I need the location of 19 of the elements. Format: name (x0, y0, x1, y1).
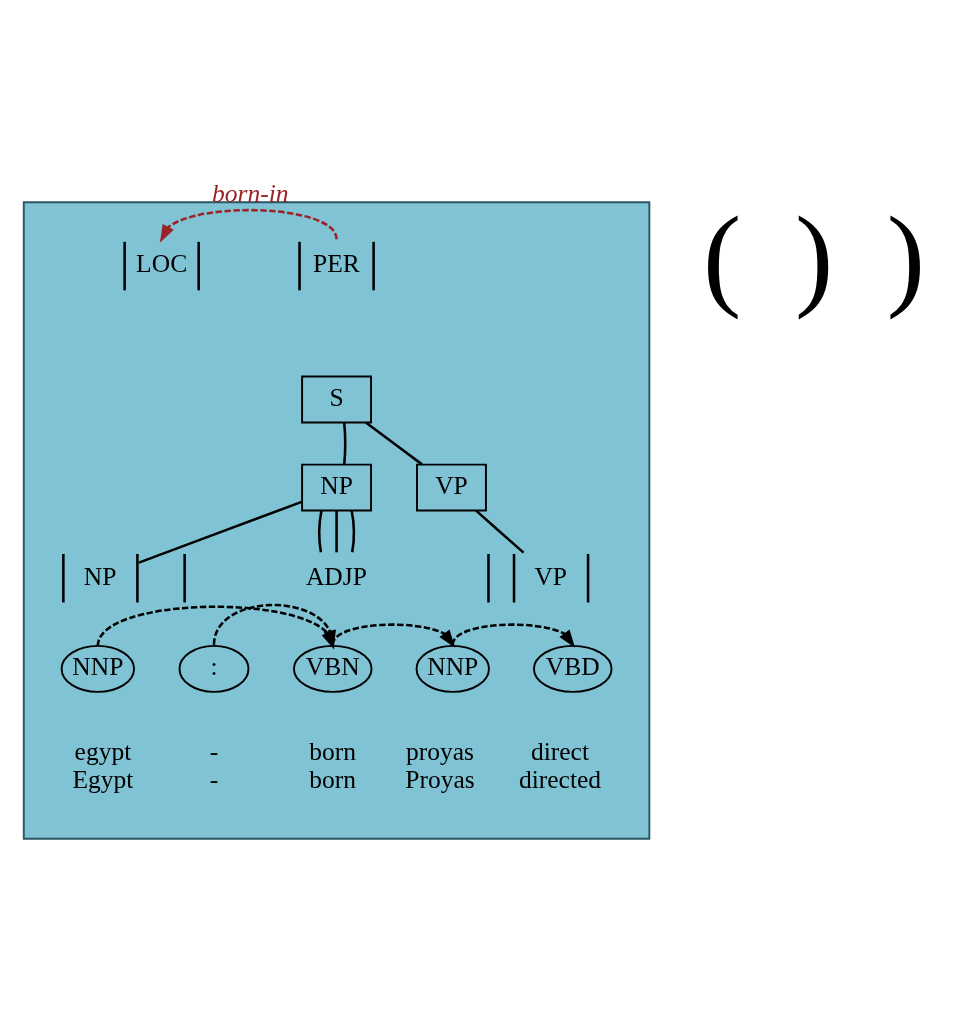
label: ( (702, 192, 742, 320)
node-label: directed (518, 764, 602, 794)
node-text: PER (312, 249, 360, 279)
node-text: ADJP (305, 561, 367, 591)
node-label: - (209, 736, 219, 766)
node-text: NP (83, 561, 117, 591)
node-label: born (309, 764, 357, 794)
node-label: - (209, 764, 219, 794)
label: ) (886, 192, 926, 320)
node-label: Egypt (72, 764, 134, 794)
node-label: born (309, 736, 357, 766)
node-text: VP (534, 561, 568, 591)
node-text: LOC (136, 249, 188, 279)
node-label: Proyas (405, 764, 475, 794)
node-label: egypt (74, 736, 132, 766)
edge-label: born-in (212, 179, 289, 209)
node-label: proyas (405, 736, 474, 766)
node-label: direct (530, 736, 590, 766)
label: ) (794, 192, 834, 320)
